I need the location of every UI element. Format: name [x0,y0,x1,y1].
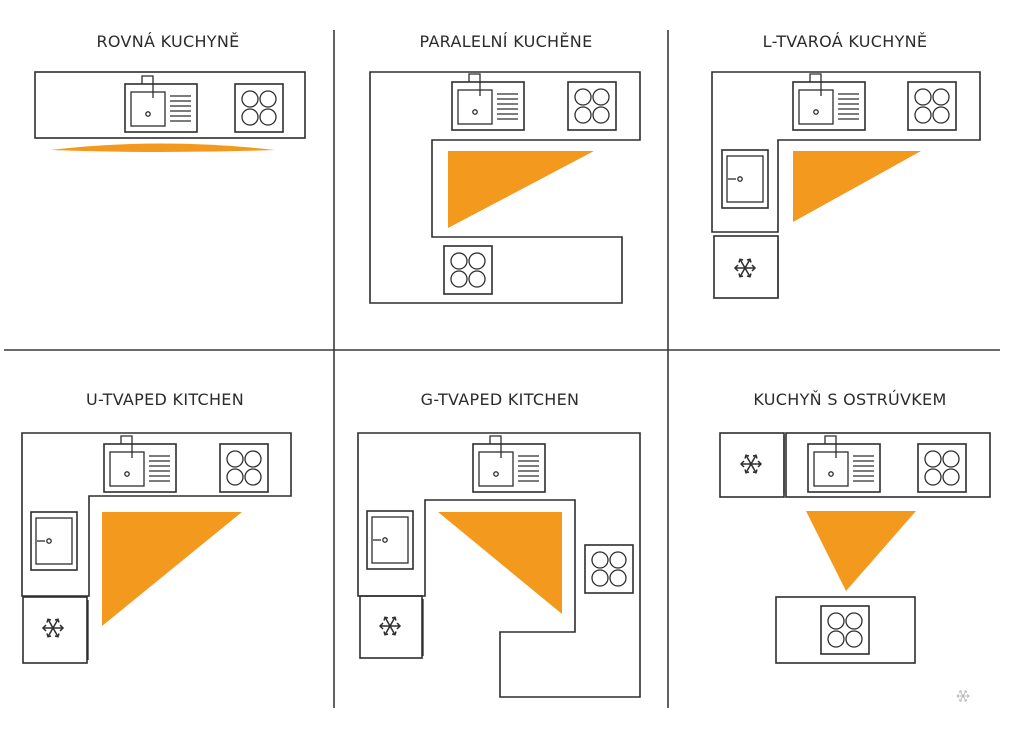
work-triangle [448,151,594,228]
cooktop-icon [443,245,493,295]
panel-title-island: KUCHYŇ S OSTRÚVKEM [753,390,946,409]
countertop [369,71,641,304]
fridge [359,595,423,659]
sink-icon [103,435,177,493]
work-triangle [50,143,275,152]
snowflake-icon [42,618,64,638]
sink-icon [451,73,525,131]
panel-title-l-shaped: L-TVAROÁ KUCHYNĚ [763,32,928,51]
snowflake-icon [740,454,762,474]
layout-straight [34,71,306,152]
countertop [21,432,292,597]
panel-title-straight: ROVNÁ KUCHYNĚ [96,32,239,51]
cooktop-icon [219,443,269,493]
watermark-sparkle-icon [956,690,970,702]
cooktop-icon [820,605,870,655]
work-triangle [793,151,921,222]
countertop [34,71,306,139]
countertop [785,432,991,498]
snowflake-icon [379,616,401,636]
cooktop-icon [234,83,284,133]
work-triangle [806,511,916,591]
layout-u-shaped [21,432,292,664]
sink-icon [721,149,769,209]
fridge [22,596,88,664]
countertop [711,71,981,233]
layout-parallel [369,71,641,304]
sink-icon [30,511,78,571]
cooktop-icon [584,544,634,594]
panel-title-parallel: PARALELNÍ KUCHĚNE [420,32,593,51]
cooktop-icon [917,443,967,493]
layout-island [719,432,991,664]
layout-l-shaped [711,71,981,299]
sink-icon [366,510,414,570]
panel-title-u-shaped: U-TVAPED KITCHEN [86,390,244,409]
snowflake-icon [734,258,756,278]
sink-icon [472,435,546,493]
cooktop-icon [567,81,617,131]
sink-icon [807,435,881,493]
panel-title-g-shaped: G-TVAPED KITCHEN [421,390,580,409]
work-triangle [438,512,562,614]
kitchen-island [775,596,916,664]
sink-icon [792,73,866,131]
cooktop-icon [907,81,957,131]
work-triangle [102,512,242,626]
sink-icon [124,75,198,133]
layout-g-shaped [357,432,641,698]
